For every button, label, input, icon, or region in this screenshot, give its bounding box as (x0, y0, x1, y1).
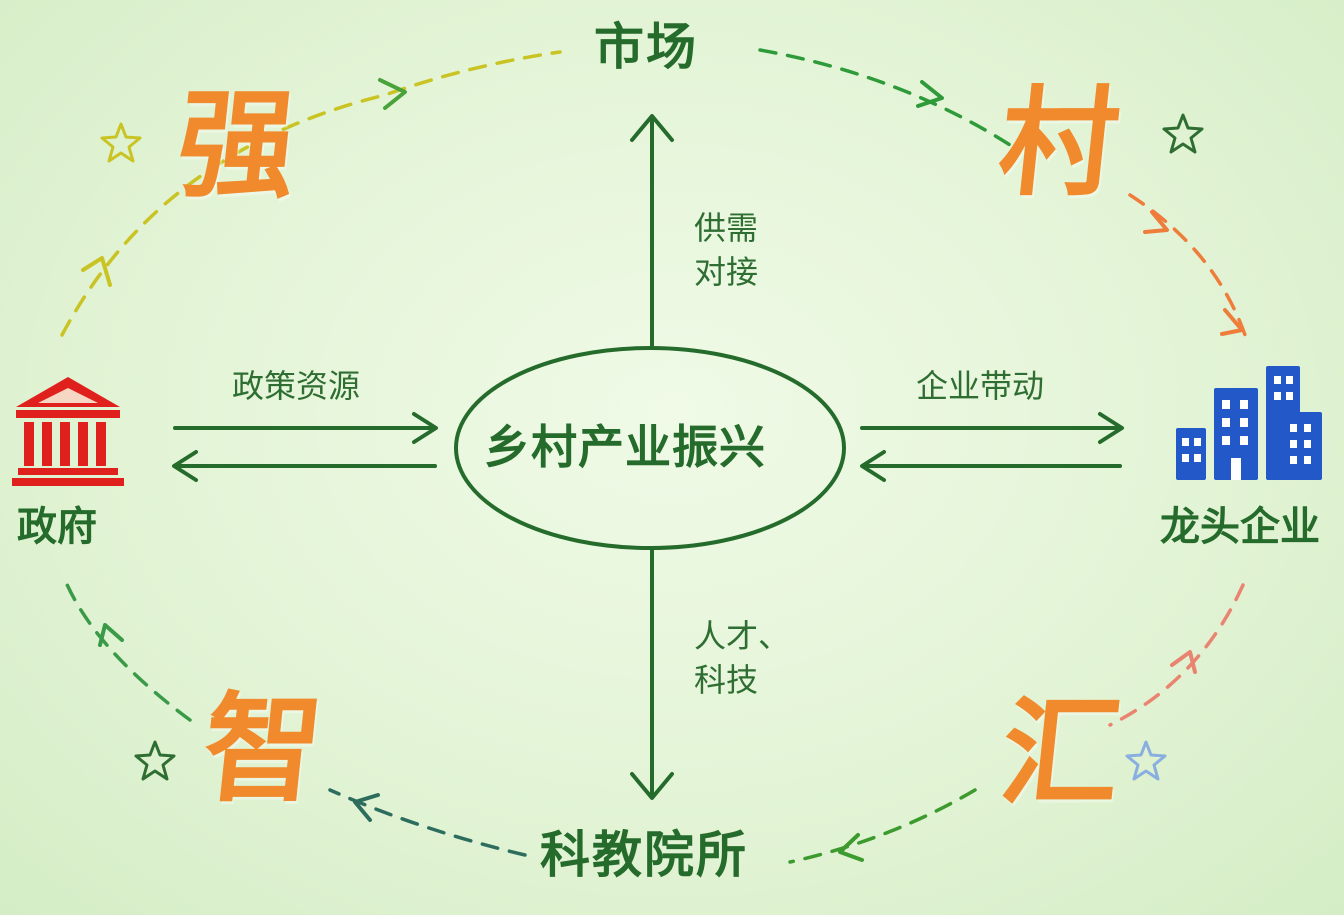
node-market-label: 市场 (594, 18, 698, 76)
edge-government-label: 政策资源 (232, 367, 361, 405)
ring-chevron-7 (838, 833, 864, 862)
node-government-label: 政府 (17, 504, 97, 550)
arrow-government-to-center-head (412, 412, 438, 444)
ring-chevron-6 (1170, 650, 1197, 674)
ring-segment-market-to-enterprise (758, 48, 1012, 147)
edge-research-label: 人才、 科技 (694, 614, 790, 702)
edge-market-label-line-2: 对接 (694, 253, 759, 291)
arrow-center-to-enterprise-head (1098, 412, 1124, 444)
ring-segment-market-to-enterprise-lower (1128, 193, 1247, 337)
ring-chevron-8 (353, 793, 380, 822)
star-icon (1162, 113, 1204, 154)
ring-chevron-1 (81, 256, 112, 287)
star-icon (134, 740, 176, 781)
edge-research-label-line-2: 科技 (694, 661, 759, 699)
corner-char-bottom-left: 智 (196, 679, 330, 818)
node-research-label: 科教院所 (540, 826, 748, 884)
ring-segment-enterprise-to-research-lower (788, 788, 977, 864)
ring-segment-research-to-government (328, 788, 527, 857)
arrow-enterprise-to-center-head (860, 450, 886, 482)
ring-segment-research-to-government-upper (63, 578, 192, 722)
ring-chevron-5 (1220, 308, 1244, 336)
ring-chevron-4 (1143, 210, 1169, 234)
edge-enterprise-label: 企业带动 (916, 367, 1045, 405)
node-enterprise-label: 龙头企业 (1160, 504, 1320, 550)
ring-chevron-2 (378, 78, 407, 110)
corner-char-top-right: 村 (992, 73, 1126, 212)
center-label: 乡村产业振兴 (484, 420, 766, 474)
ring-chevron-3 (916, 80, 944, 108)
ring-chevron-9 (98, 623, 124, 647)
arrow-center-to-government-head (172, 450, 198, 482)
corner-char-bottom-right: 汇 (994, 683, 1128, 822)
arrow-to-market-head (630, 114, 674, 142)
edge-research-label-line-1: 人才、 (694, 617, 791, 655)
edge-market-label: 供需 对接 (694, 206, 758, 294)
star-icon (100, 122, 142, 163)
corner-char-top-left: 强 (170, 75, 304, 214)
center-ellipse (454, 346, 846, 550)
star-icon (1125, 740, 1167, 781)
edge-market-label-line-1: 供需 (694, 209, 759, 247)
ring-segment-enterprise-to-research (1108, 583, 1245, 727)
arrow-to-research-head (630, 772, 674, 800)
